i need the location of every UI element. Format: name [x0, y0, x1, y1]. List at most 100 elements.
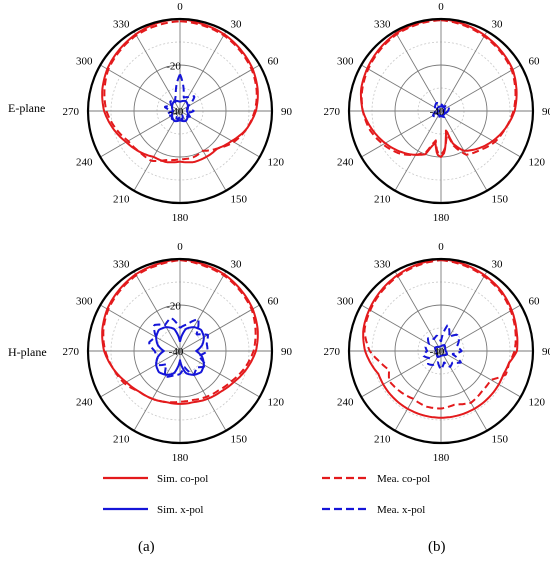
- grid-spoke: [440, 350, 521, 398]
- angle-tick-120: 120: [268, 157, 285, 169]
- angle-tick-300: 300: [76, 56, 93, 68]
- angle-tick-30: 30: [231, 19, 243, 31]
- radial-label: -40: [169, 346, 184, 358]
- grid-spoke: [179, 31, 227, 112]
- angle-tick-240: 240: [76, 157, 93, 169]
- angle-tick-0: 0: [177, 1, 183, 13]
- radial-label: -40: [430, 346, 445, 358]
- legend-label-mea-co-pol: Mea. co-pol: [377, 473, 430, 485]
- grid-spoke: [100, 64, 181, 112]
- angle-tick-240: 240: [337, 157, 354, 169]
- grid-spoke: [133, 271, 181, 352]
- angle-tick-90: 90: [542, 106, 550, 118]
- angle-tick-60: 60: [268, 56, 280, 68]
- series-sim-co-pol: [359, 18, 518, 158]
- angle-tick-60: 60: [268, 296, 280, 308]
- angle-tick-150: 150: [231, 434, 248, 446]
- radial-label: -40: [169, 106, 184, 118]
- radial-label: -20: [166, 60, 181, 72]
- legend-label-mea-x-pol: Mea. x-pol: [377, 504, 425, 516]
- grid-spoke: [100, 350, 181, 398]
- angle-tick-90: 90: [281, 346, 293, 358]
- angle-tick-150: 150: [492, 434, 509, 446]
- outer-ring: [347, 257, 535, 445]
- grid-spoke: [133, 31, 181, 112]
- angle-tick-300: 300: [337, 56, 354, 68]
- angle-tick-270: 270: [63, 346, 80, 358]
- panel-label-a: (a): [138, 539, 155, 555]
- outer-ring: [86, 17, 274, 205]
- grid-spoke: [394, 110, 442, 191]
- angle-tick-210: 210: [374, 434, 391, 446]
- angle-tick-30: 30: [492, 259, 504, 271]
- radial-label: -40: [430, 106, 445, 118]
- angle-tick-300: 300: [76, 296, 93, 308]
- series-mea-x-pol: [432, 102, 450, 118]
- grid-spoke: [440, 64, 521, 112]
- angle-tick-30: 30: [231, 259, 243, 271]
- row-label-h-plane: H-plane: [8, 345, 47, 359]
- angle-tick-270: 270: [63, 106, 80, 118]
- angle-tick-300: 300: [337, 296, 354, 308]
- grid-spoke: [394, 31, 442, 112]
- angle-tick-210: 210: [113, 194, 130, 206]
- grid-spoke: [179, 350, 260, 398]
- grid-spoke: [440, 31, 488, 112]
- outer-ring: [347, 17, 535, 205]
- grid-spoke: [179, 110, 260, 158]
- angle-tick-330: 330: [374, 259, 391, 271]
- angle-tick-90: 90: [281, 106, 293, 118]
- angle-tick-210: 210: [374, 194, 391, 206]
- grid-spoke: [394, 350, 442, 431]
- angle-tick-60: 60: [529, 296, 541, 308]
- radial-label: -20: [166, 300, 181, 312]
- grid-spoke: [179, 271, 227, 352]
- angle-tick-270: 270: [324, 346, 341, 358]
- grid-spoke: [133, 110, 181, 191]
- legend-label-sim-co-pol: Sim. co-pol: [157, 473, 208, 485]
- grid-spoke: [179, 350, 227, 431]
- grid-spoke: [100, 110, 181, 158]
- angle-tick-240: 240: [76, 397, 93, 409]
- grid-spoke: [440, 110, 521, 158]
- angle-tick-330: 330: [113, 259, 130, 271]
- panel-label-b: (b): [428, 539, 446, 555]
- series-mea-x-pol: [148, 317, 209, 378]
- series-sim-co-pol: [101, 258, 259, 405]
- legend-label-sim-x-pol: Sim. x-pol: [157, 504, 203, 516]
- angle-tick-180: 180: [433, 452, 450, 464]
- grid-spoke: [440, 271, 488, 352]
- grid-spoke: [100, 304, 181, 352]
- grid-spoke: [179, 304, 260, 352]
- angle-tick-0: 0: [438, 1, 444, 13]
- angle-tick-30: 30: [492, 19, 504, 31]
- angle-tick-150: 150: [492, 194, 509, 206]
- series-mea-co-pol: [103, 20, 258, 162]
- series-sim-co-pol: [362, 258, 519, 419]
- angle-tick-60: 60: [529, 56, 541, 68]
- grid-spoke: [361, 64, 442, 112]
- series-mea-co-pol: [363, 259, 517, 410]
- angle-tick-180: 180: [172, 212, 189, 224]
- series-mea-x-pol: [422, 324, 463, 371]
- series-mea-co-pol: [102, 259, 257, 404]
- angle-tick-0: 0: [438, 241, 444, 253]
- legend: Sim. co-pol Sim. x-pol Mea. co-pol Mea. …: [103, 473, 430, 516]
- angle-tick-210: 210: [113, 434, 130, 446]
- grid-spoke: [440, 350, 488, 431]
- polar-plots: 0306090120150180210240270300330-20-40030…: [63, 1, 550, 464]
- angle-tick-150: 150: [231, 194, 248, 206]
- angle-tick-330: 330: [374, 19, 391, 31]
- angle-tick-120: 120: [529, 397, 546, 409]
- angle-tick-120: 120: [529, 157, 546, 169]
- angle-tick-330: 330: [113, 19, 130, 31]
- polar-plot-1: 0 30 60 90 120 150 180 210 240 270 300 330 -20 -40: [63, 1, 293, 224]
- grid-spoke: [179, 64, 260, 112]
- angle-tick-240: 240: [337, 397, 354, 409]
- series-mea-co-pol: [360, 19, 517, 156]
- outer-ring: [86, 257, 274, 445]
